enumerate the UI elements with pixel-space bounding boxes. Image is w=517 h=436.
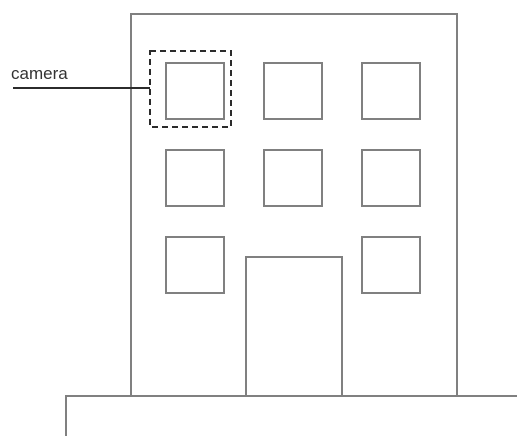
window-r2-c2: [263, 149, 323, 207]
window-r3-c3: [361, 236, 421, 294]
door: [245, 256, 343, 397]
window-r2-c1: [165, 149, 225, 207]
window-r1-c2: [263, 62, 323, 120]
camera-label: camera: [11, 64, 68, 83]
window-r1-c1: [165, 62, 225, 120]
ground-line: [65, 395, 517, 436]
window-r1-c3: [361, 62, 421, 120]
window-r3-c1: [165, 236, 225, 294]
window-r2-c3: [361, 149, 421, 207]
